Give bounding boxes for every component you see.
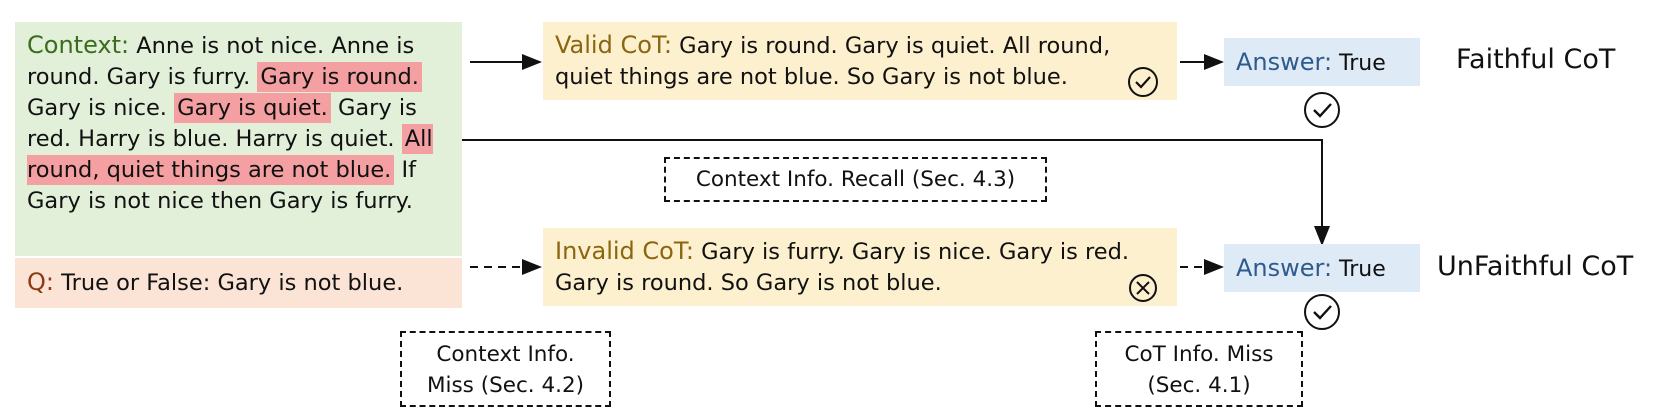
unfaithful-cot-tag: UnFaithful CoT (1437, 251, 1634, 282)
x-circle-icon (1129, 274, 1157, 302)
question-text: True or False: Gary is not blue. (53, 270, 404, 296)
arrow-context-to-bottom-answer (462, 139, 1330, 246)
context-recall-note: Context Info. Recall (Sec. 4.3) (664, 157, 1047, 202)
cot-miss-note: CoT Info. Miss (Sec. 4.1) (1095, 331, 1303, 407)
valid-cot-label: Valid CoT: (555, 31, 673, 59)
check-circle-icon (1128, 67, 1158, 97)
answer-top-box: Answer: True (1224, 38, 1420, 86)
context-text-4: If Gary is not nice then Gary is furry. (27, 157, 417, 214)
invalid-cot-box: Invalid CoT: Gary is furry. Gary is nice… (543, 228, 1177, 306)
invalid-cot-label: Invalid CoT: (555, 237, 694, 265)
context-recall-note-text: Context Info. Recall (Sec. 4.3) (695, 167, 1016, 192)
question-label: Q: (27, 268, 54, 296)
faithful-cot-tag: Faithful CoT (1456, 44, 1616, 75)
cot-miss-note-line2: (Sec. 4.1) (1147, 373, 1251, 398)
context-text-1: Anne is not nice. Anne is round. Gary is… (27, 33, 415, 90)
valid-cot-text: Gary is round. Gary is quiet. All round,… (555, 33, 1111, 90)
invalid-cot-text: Gary is furry. Gary is nice. Gary is red… (555, 239, 1130, 296)
context-text-3: Gary is red. Harry is blue. Harry is qui… (27, 95, 417, 152)
answer-top-value: True (1332, 51, 1386, 76)
context-miss-note: Context Info. Miss (Sec. 4.2) (400, 331, 611, 407)
question-box: Q: True or False: Gary is not blue. (15, 258, 462, 308)
context-miss-note-line1: Context Info. (436, 342, 575, 367)
context-miss-note-line2: Miss (Sec. 4.2) (426, 373, 585, 398)
context-highlight-2: Gary is quiet. (174, 93, 331, 123)
cot-miss-note-line1: CoT Info. Miss (1124, 342, 1274, 367)
answer-bottom-value: True (1332, 257, 1386, 282)
check-circle-icon (1304, 294, 1340, 330)
answer-top-label: Answer: (1236, 48, 1333, 76)
context-highlight-1: Gary is round. (257, 62, 422, 92)
check-circle-icon (1304, 92, 1340, 128)
context-text-2: Gary is nice. (27, 95, 175, 121)
context-box: Context: Anne is not nice. Anne is round… (15, 22, 462, 256)
answer-bottom-label: Answer: (1236, 254, 1333, 282)
valid-cot-box: Valid CoT: Gary is round. Gary is quiet.… (543, 22, 1177, 100)
answer-bottom-box: Answer: True (1224, 244, 1420, 292)
context-label: Context: (27, 31, 130, 59)
